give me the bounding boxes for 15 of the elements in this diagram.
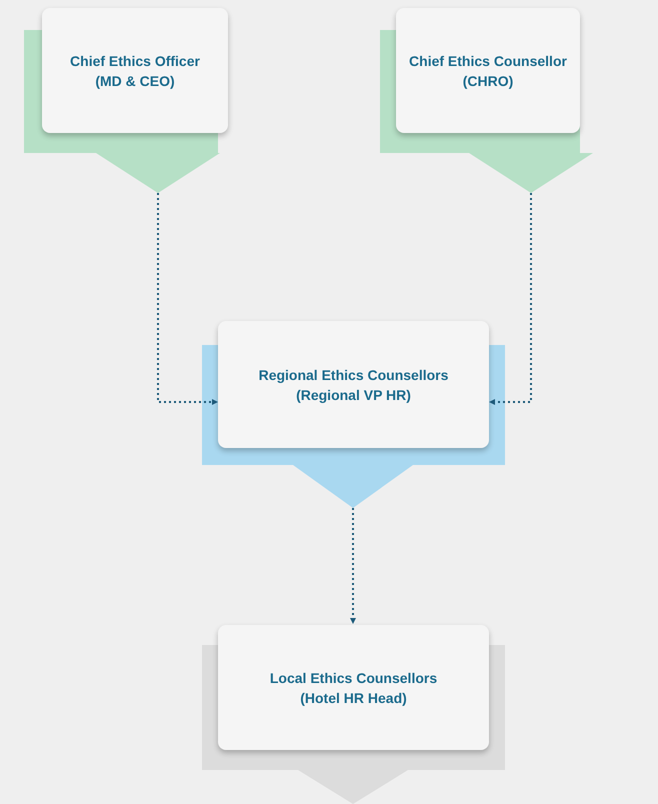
node-title: Chief Ethics Officer	[70, 52, 200, 70]
dotted-arrow	[157, 193, 218, 405]
text-card	[42, 8, 228, 133]
node-subtitle: (CHRO)	[462, 72, 514, 90]
text-card	[218, 321, 489, 448]
text-card	[218, 625, 489, 750]
node-title: Local Ethics Counsellors	[270, 668, 438, 688]
dotted-arrow	[489, 193, 532, 405]
dotted-arrow	[350, 508, 356, 624]
node-subtitle: (MD & CEO)	[95, 72, 175, 90]
node-title: Chief Ethics Counsellor	[409, 52, 567, 70]
node-title: Regional Ethics Counsellors	[258, 366, 448, 384]
node-subtitle: (Hotel HR Head)	[300, 688, 407, 708]
node-subtitle: (Regional VP HR)	[296, 386, 411, 404]
text-card	[396, 8, 580, 133]
